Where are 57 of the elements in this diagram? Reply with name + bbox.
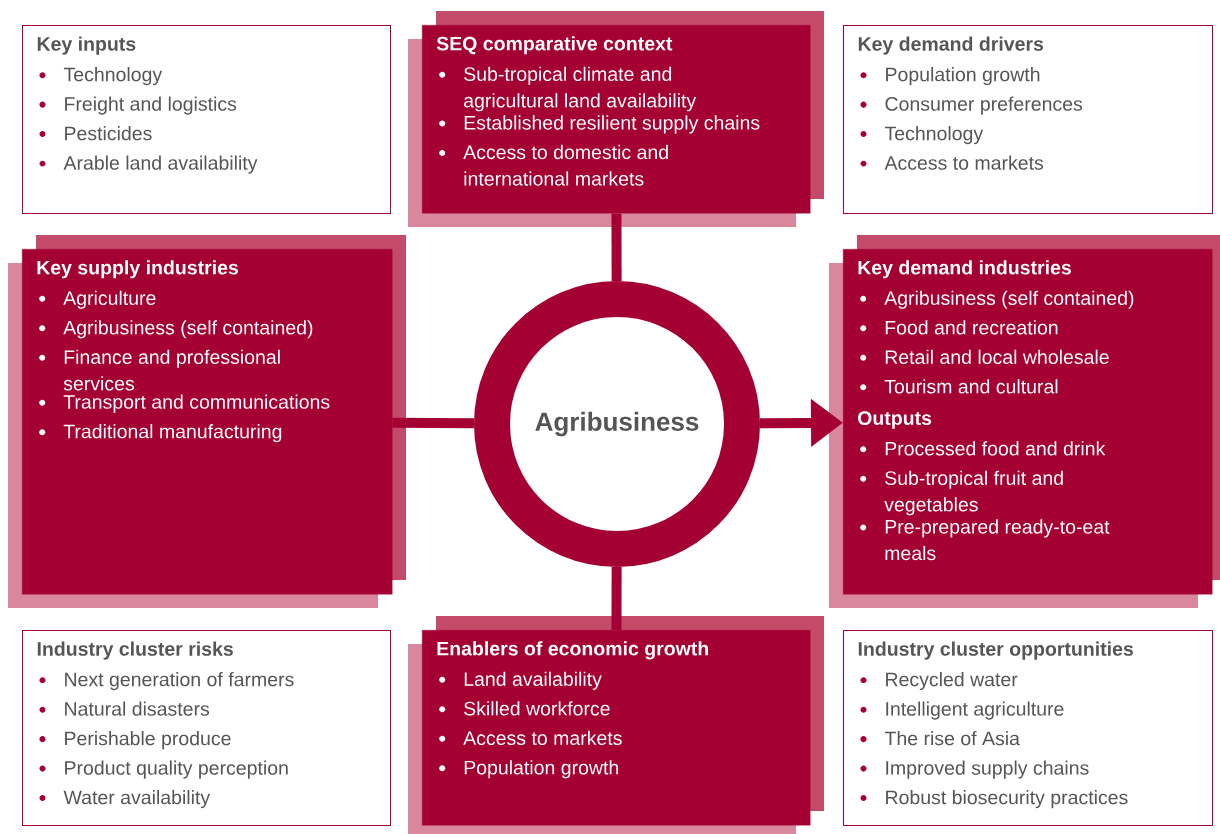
bullet-item: Recycled water: [860, 672, 1018, 691]
bullet-item: Sub-tropical climate and agricultural land availability: [439, 66, 697, 112]
bullet-item: The rise of Asia: [860, 731, 1020, 746]
bullet-item: Access to markets: [439, 730, 622, 745]
bullet-item: Perishable produce: [39, 731, 231, 750]
bullet-item: Arable land availability: [39, 155, 258, 174]
bullet-item: Technology: [860, 126, 984, 145]
bullet-item: Intelligent agriculture: [860, 701, 1064, 720]
bullet-item: Retail and local wholesale: [860, 349, 1109, 364]
bullet-item: Sub-tropical fruit and vegetables: [860, 470, 1063, 516]
bullet-item: Established resilient supply chains: [439, 115, 760, 134]
panel: [408, 616, 824, 834]
panel: [408, 11, 824, 227]
bullet-item: Traditional manufacturing: [39, 424, 282, 443]
bullet-item: Population growth: [439, 760, 618, 779]
bullet-item: Finance and professional services: [39, 349, 280, 391]
bullet-item: Agriculture: [39, 290, 156, 309]
bullet-item: Technology: [39, 67, 163, 86]
panel: [8, 235, 406, 608]
bullet-item: Access to markets: [860, 155, 1044, 170]
bullet-item: Robust biosecurity practices: [860, 790, 1128, 809]
bullet-item: Pesticides: [39, 126, 152, 141]
box-heading: Industry cluster risks: [37, 641, 233, 660]
bullet-item: Food and recreation: [860, 320, 1058, 335]
bullet-item: Agribusiness (self contained): [860, 290, 1134, 309]
bullet-item: Agribusiness (self contained): [39, 320, 313, 339]
bullet-item: Skilled workforce: [439, 701, 610, 716]
bullet-item: Land availability: [439, 671, 602, 690]
bullet-item: Freight and logistics: [39, 96, 237, 115]
box-heading: Outputs: [858, 411, 932, 429]
bullet-item: Next generation of farmers: [39, 672, 294, 691]
box-heading: SEQ comparative context: [436, 36, 673, 55]
box-heading: Enablers of economic growth: [437, 641, 709, 660]
connector: [611, 566, 622, 630]
bullet-item: Natural disasters: [39, 701, 210, 716]
bullet-item: Transport and communications: [39, 394, 330, 413]
bullet-item: Population growth: [860, 67, 1040, 86]
box-heading: Key inputs: [37, 36, 136, 55]
info-box: [843, 630, 1213, 826]
bullet-item: Processed food and drink: [860, 441, 1106, 456]
bullet-item: Pre-prepared ready-to-eat meals: [860, 519, 1110, 561]
info-box: [843, 25, 1213, 214]
box-heading: Key supply industries: [37, 260, 239, 279]
box-heading: Industry cluster opportunities: [858, 641, 1133, 660]
box-heading: Key demand industries: [858, 260, 1071, 279]
bullet-item: Improved supply chains: [860, 760, 1089, 779]
info-box: [22, 25, 391, 214]
panel: [829, 235, 1220, 608]
info-box: [22, 630, 391, 826]
bullet-item: Access to domestic and international markets: [439, 144, 668, 186]
box-heading: Key demand drivers: [858, 36, 1044, 55]
bullet-item: Water availability: [39, 790, 211, 809]
bullet-item: Tourism and cultural: [860, 379, 1058, 394]
connector: [392, 417, 475, 429]
connector: [611, 213, 622, 281]
bullet-item: Product quality perception: [39, 760, 288, 779]
bullet-item: Consumer preferences: [860, 96, 1083, 115]
